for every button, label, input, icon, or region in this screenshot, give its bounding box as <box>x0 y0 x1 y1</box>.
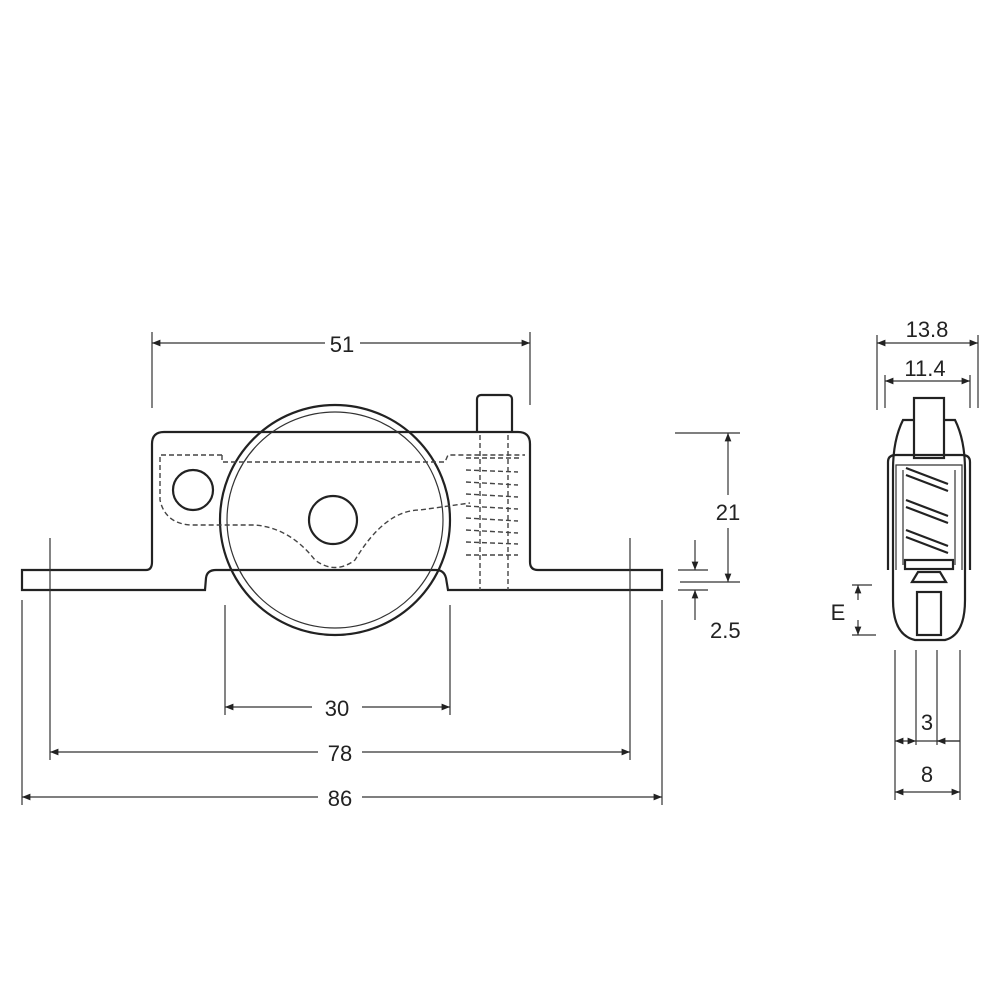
dimension-51: 51 <box>151 332 531 408</box>
wheel-inner <box>226 411 444 629</box>
dimension-e: E <box>831 584 876 636</box>
spring <box>905 466 949 555</box>
dimension-78: 78 <box>49 538 631 766</box>
hidden-bracket <box>159 454 471 569</box>
side-view <box>886 396 972 642</box>
spring-seat <box>903 558 955 571</box>
dim-label-3: 3 <box>921 710 933 735</box>
wheel-outer <box>218 403 452 637</box>
collar <box>910 570 948 584</box>
dimension-86: 86 <box>21 600 663 811</box>
dim-label-86: 86 <box>328 786 352 811</box>
dimension-11-4: 11.4 <box>884 356 971 408</box>
hidden-top-edge <box>221 454 525 463</box>
pin-top <box>912 396 946 460</box>
axle-hole <box>307 494 359 546</box>
dim-label-11-4: 11.4 <box>904 356 945 381</box>
dimension-2-5: 2.5 <box>678 540 741 643</box>
dim-label-78: 78 <box>328 741 352 766</box>
dim-label-51: 51 <box>330 332 354 357</box>
dim-label-8: 8 <box>921 762 933 787</box>
dim-label-2-5: 2.5 <box>710 618 741 643</box>
front-view <box>20 393 664 637</box>
spring-hidden <box>465 435 520 590</box>
adjust-pin <box>475 393 514 437</box>
dimension-3-and-8: 3 8 <box>894 650 961 800</box>
mounting-hole <box>171 468 215 512</box>
pin-bottom <box>915 590 943 637</box>
dim-label-13-8: 13.8 <box>906 317 949 342</box>
wheel-profile <box>891 418 967 642</box>
dim-label-30: 30 <box>325 696 349 721</box>
dimension-13-8: 13.8 <box>876 317 979 410</box>
dim-label-e: E <box>831 600 846 625</box>
dim-label-21: 21 <box>716 500 740 525</box>
bracket <box>886 453 972 570</box>
dimension-30: 30 <box>224 605 451 721</box>
dimension-21: 21 <box>675 432 740 583</box>
